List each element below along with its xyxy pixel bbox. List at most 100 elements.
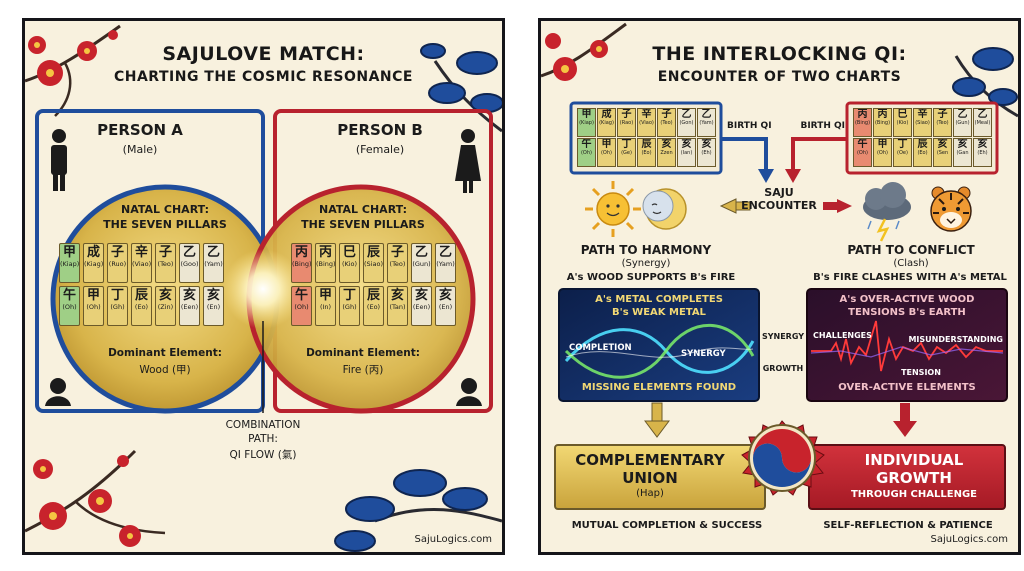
pillar-cell: 丁(Gh) <box>107 286 128 326</box>
person-b-chart-title: NATAL CHART: <box>319 203 407 216</box>
pillar-romanization: (Tan) <box>389 303 406 311</box>
pine-tree-icon <box>952 47 1018 118</box>
pillar-romanization: (Bing) <box>316 260 336 268</box>
person-b-dominant-value: Fire (丙) <box>342 364 384 376</box>
birth-qi-b-label: BIRTH QI <box>800 121 845 131</box>
right-footer: SajuLogics.com <box>930 534 1008 545</box>
tiger-icon <box>930 186 972 232</box>
pillar-cell: 甲(In) <box>315 286 336 326</box>
combination-label-3: QI FLOW (氣) <box>229 449 297 461</box>
mini-pillar-cell: 子(Teo) <box>933 108 952 137</box>
pillar-character: 丙 <box>294 245 308 260</box>
pillar-romanization: (En) <box>206 303 221 311</box>
pillar-romanization: (Eo) <box>917 150 928 156</box>
mini-pillar-cell: 亥(Eh) <box>697 138 716 167</box>
pillar-character: 乙 <box>438 245 452 260</box>
pillar-romanization: (Gan <box>956 150 969 156</box>
pillar-romanization: (Siao) <box>915 120 930 126</box>
pillar-character: 亥 <box>414 288 428 303</box>
pillar-cell: 亥(Tan) <box>387 286 408 326</box>
pillar-character: 亥 <box>390 288 404 303</box>
pillar-character: 成 <box>601 109 612 120</box>
mini-pillar-cell: 成(Kiag) <box>597 108 616 137</box>
pillar-character: 乙 <box>414 245 428 260</box>
pillar-cell: 乙(Gun) <box>411 243 432 283</box>
pillar-cell: 子(Teo) <box>387 243 408 283</box>
pillar-character: 乙 <box>701 109 712 120</box>
pillar-character: 亥 <box>937 139 948 150</box>
mini-pillar-cell: 午(Oh) <box>577 138 596 167</box>
pillar-character: 亥 <box>206 288 220 303</box>
pillar-cell: 甲(Oh) <box>83 286 104 326</box>
person-b-name: PERSON B <box>337 121 423 139</box>
synergy-box-line-2: B's WEAK METAL <box>612 307 706 318</box>
pillar-romanization: (Oh) <box>856 150 868 156</box>
pillar-character: 巳 <box>897 109 908 120</box>
pillar-romanization: (Yam) <box>436 260 455 268</box>
female-figure-icon <box>455 129 482 406</box>
pillar-character: 亥 <box>182 288 196 303</box>
right-title: THE INTERLOCKING QI: <box>652 43 907 65</box>
pillar-romanization: (Viao) <box>639 120 654 126</box>
pillar-romanization: (Kiag) <box>84 260 104 268</box>
pillar-romanization: (Siao) <box>364 260 383 268</box>
conflict-title: PATH TO CONFLICT <box>847 243 975 257</box>
pillar-romanization: (Bing) <box>854 120 871 126</box>
self-reflection-label: SELF-REFLECTION & PATIENCE <box>823 520 993 531</box>
pillar-romanization: (Teo) <box>389 260 406 268</box>
pillar-romanization: (Kiap) <box>579 120 594 126</box>
pillar-romanization: (Bing) <box>874 120 891 126</box>
pillar-romanization: (En) <box>438 303 453 311</box>
pillar-cell: 乙(Goo) <box>179 243 200 283</box>
pillar-cell: 亥(Zin) <box>155 286 176 326</box>
pillar-romanization: (Gh) <box>342 303 357 311</box>
pillar-character: 亥 <box>438 288 452 303</box>
pillar-cell: 丁(Gh) <box>339 286 360 326</box>
pillar-character: 亥 <box>681 139 692 150</box>
person-b-gender: (Female) <box>355 143 405 156</box>
pillar-romanization: (Viao) <box>132 260 152 268</box>
pillar-character: 丙 <box>857 109 868 120</box>
mini-pillar-cell: 巳(Kio) <box>893 108 912 137</box>
union-line-3: (Hap) <box>636 488 664 499</box>
mini-pillar-cell: 亥(Ian) <box>677 138 696 167</box>
pillar-character: 辛 <box>134 245 148 260</box>
left-title: SAJULOVE MATCH: <box>162 43 365 65</box>
pillar-romanization: (Oh) <box>86 303 101 311</box>
sun-icon <box>585 181 641 237</box>
pillar-romanization: (Gh) <box>110 303 125 311</box>
pillar-character: 午 <box>294 288 308 303</box>
pillar-character: 亥 <box>701 139 712 150</box>
mini-pillar-cell: 丁(Ge) <box>617 138 636 167</box>
pillar-romanization: (Ge) <box>621 150 632 156</box>
pillar-cell: 亥(En) <box>435 286 456 326</box>
person-a-chart-title: NATAL CHART: <box>121 203 209 216</box>
tension-label: TENSION <box>901 368 941 377</box>
pillar-romanization: (Oh) <box>294 303 309 311</box>
pillar-character: 甲 <box>581 109 592 120</box>
storm-cloud-icon <box>863 182 911 242</box>
mini-pillar-cell: 乙(Gun) <box>953 108 972 137</box>
pillar-cell: 午(Oh) <box>59 286 80 326</box>
pillar-character: 辛 <box>641 109 652 120</box>
harmony-title: PATH TO HARMONY <box>580 243 712 257</box>
mini-pillar-cell: 乙(Meal) <box>973 108 992 137</box>
completion-label: COMPLETION <box>569 343 632 353</box>
harmony-description: A's WOOD SUPPORTS B's FIRE <box>566 272 736 283</box>
pillar-romanization: (Yam) <box>204 260 223 268</box>
pillar-romanization: (Sen <box>936 150 949 156</box>
mini-pillar-cell: 辛(Siao) <box>913 108 932 137</box>
conflict-subtitle: (Clash) <box>893 258 929 269</box>
pillar-character: 辰 <box>134 288 148 303</box>
side-synergy-label: SYNERGY <box>761 332 805 341</box>
pillar-romanization: (Gun) <box>955 120 970 126</box>
harmony-subtitle: (Synergy) <box>621 258 671 269</box>
pillar-character: 午 <box>62 288 76 303</box>
left-footer: SajuLogics.com <box>414 534 492 545</box>
pillar-character: 午 <box>581 139 592 150</box>
person-a-name: PERSON A <box>97 121 183 139</box>
pillar-romanization: (Ian) <box>680 150 693 156</box>
plum-blossom-icon <box>25 24 121 117</box>
pillar-cell: 辛(Viao) <box>131 243 152 283</box>
pillar-character: 子 <box>937 109 948 120</box>
